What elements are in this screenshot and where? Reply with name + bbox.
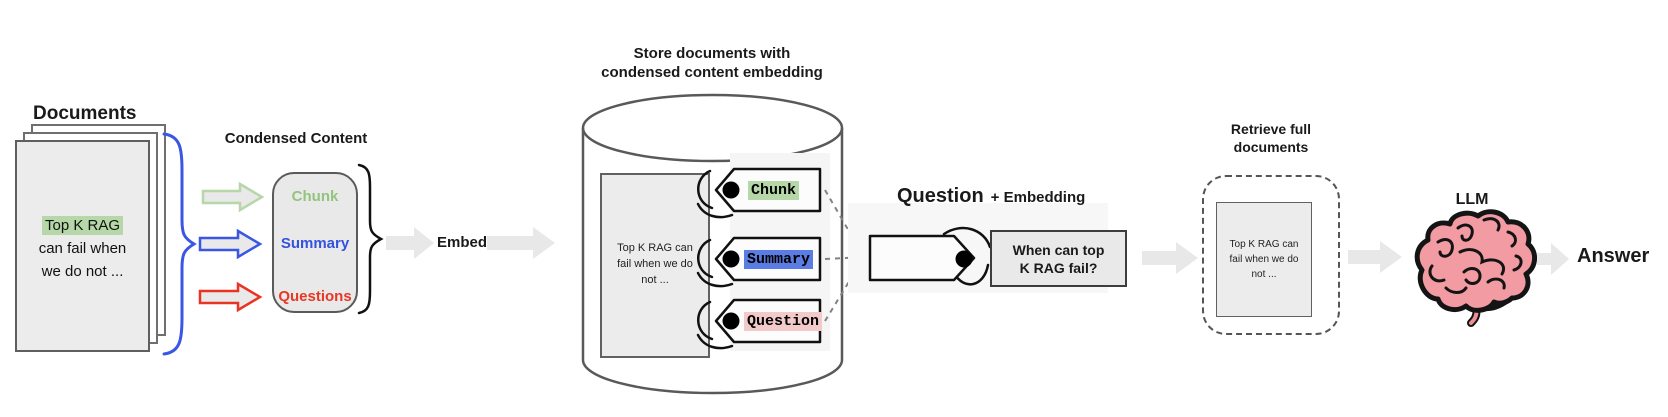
condensed-item-chunk: Chunk (291, 188, 339, 205)
documents-brace (162, 132, 197, 356)
llm-label: LLM (1455, 191, 1489, 208)
embed-arrow-right-icon (487, 227, 555, 259)
chunk-arrow-icon (201, 181, 265, 213)
document-page-front (15, 140, 150, 352)
brain-icon (1414, 209, 1537, 327)
retrieve-arrow-icon (1142, 242, 1198, 274)
document-text: Top K RAG can fail when we do not ... (38, 216, 127, 280)
embed-arrow-left-icon (386, 227, 434, 259)
questions-arrow-icon (198, 281, 263, 313)
highlighted-phrase: Top K RAG (41, 216, 124, 235)
query-title: Question + Embedding (897, 185, 1085, 208)
question-tag-label: Question (744, 312, 823, 331)
summary-arrow-icon (198, 228, 263, 260)
query-title-main: Question (897, 185, 984, 207)
stored-document (600, 173, 710, 358)
documents-title: Documents (33, 103, 137, 124)
summary-tag-label: Summary (744, 250, 814, 269)
condensed-brace (357, 163, 384, 315)
query-text-box: When can top K RAG fail? (990, 230, 1127, 287)
condensed-content-box (272, 172, 358, 313)
retrieved-document (1216, 202, 1312, 317)
store-title: Store documents with condensed content e… (601, 45, 823, 81)
embed-label: Embed (437, 234, 488, 251)
condensed-item-questions: Questions (278, 288, 352, 305)
retrieved-documents-container (1202, 175, 1340, 335)
retrieve-title: Retrieve full documents (1230, 121, 1312, 155)
answer-arrow-icon (1537, 243, 1569, 275)
llm-arrow-icon (1348, 241, 1402, 273)
condensed-content-title: Condensed Content (224, 130, 368, 147)
condensed-item-summary: Summary (280, 235, 350, 252)
query-title-suffix: + Embedding (990, 189, 1086, 206)
stored-document-text: Top K RAG can fail when we do not ... (617, 242, 693, 286)
answer-label: Answer (1577, 245, 1650, 267)
query-tag-icon (868, 226, 992, 286)
chunk-tag-label: Chunk (748, 181, 800, 200)
retrieved-document-text: Top K RAG can fail when we do not ... (1229, 239, 1299, 280)
